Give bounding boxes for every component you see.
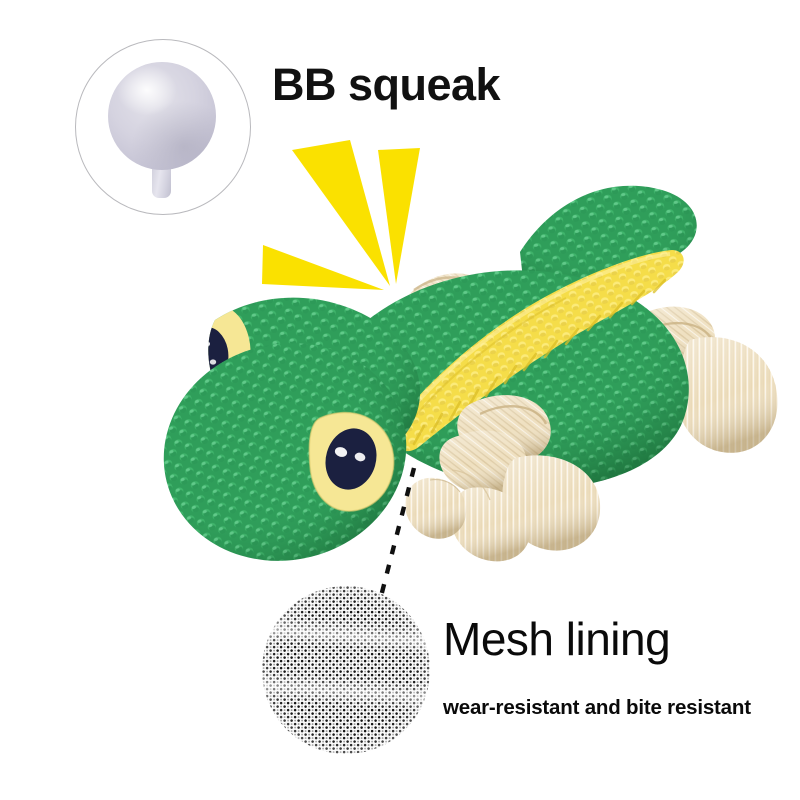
mesh-fabric-swatch — [262, 586, 430, 754]
middle-rope-leg — [404, 395, 601, 562]
mesh-highlight-band — [262, 586, 430, 754]
bb-squeak-label: BB squeak — [272, 59, 501, 110]
ray-left-high — [292, 140, 390, 286]
mesh-lining-label: Mesh lining — [443, 613, 671, 665]
ray-left-low — [262, 245, 384, 290]
mesh-leader-line — [375, 467, 417, 609]
toy-right-eye — [308, 411, 395, 512]
spine-ridge — [390, 250, 684, 452]
squeaker-ball — [108, 62, 216, 170]
ray-right — [378, 148, 420, 284]
mesh-lining-sublabel: wear-resistant and bite resistant — [443, 696, 751, 719]
toy-tail — [520, 185, 697, 296]
